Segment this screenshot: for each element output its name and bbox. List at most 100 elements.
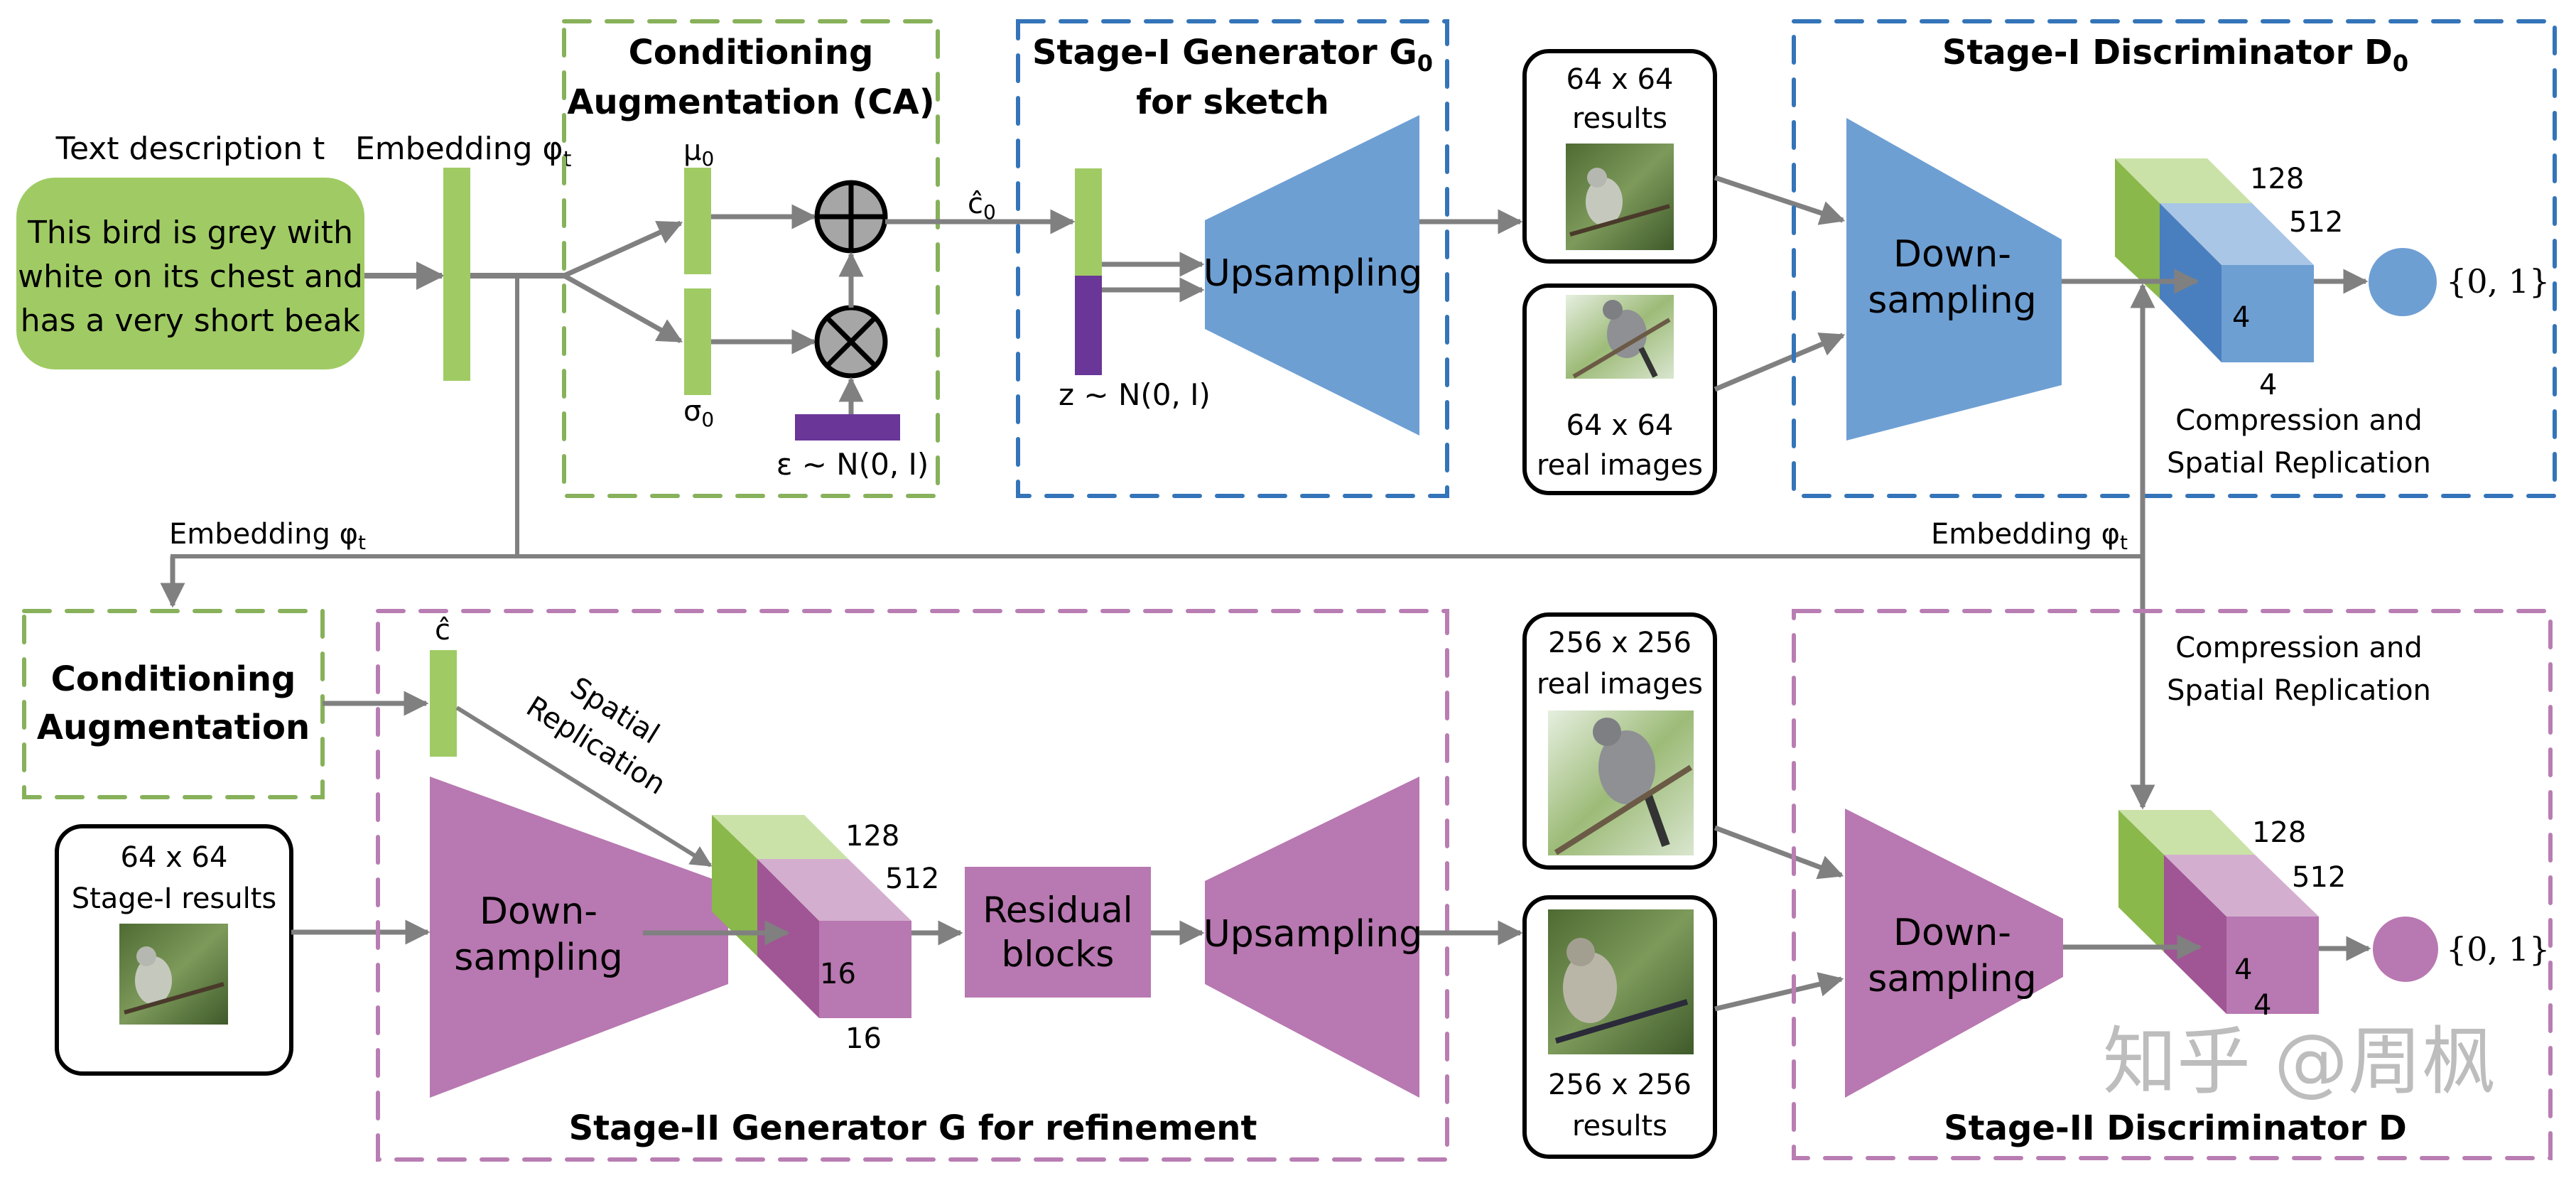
arrow-to-sigma xyxy=(563,273,683,344)
stage2-discriminator-title: Stage-II Discriminator D xyxy=(1944,1108,2407,1148)
stage2-feature-cube xyxy=(712,815,911,1018)
text-description-label: Text description t xyxy=(55,131,325,167)
epsilon-label: ε ~ N(0, I) xyxy=(776,447,929,482)
input-card-line-2: Stage-I results xyxy=(72,882,277,915)
stage2-generator-box xyxy=(376,609,1449,1162)
real-bird-image-64 xyxy=(1566,295,1674,379)
stage2-d-downsampling-label-2: sampling xyxy=(1868,958,2036,1000)
c-hat-label: ĉ xyxy=(435,614,450,647)
residual-blocks xyxy=(965,867,1151,998)
z-label: z ~ N(0, I) xyxy=(1059,377,1211,412)
stage1-dim-512: 512 xyxy=(2289,206,2343,239)
stage2-caption-1: Compression and xyxy=(2175,632,2423,664)
stage1-dim-4-front: 4 xyxy=(2232,301,2250,334)
stage1-feature-cube xyxy=(2115,158,2314,362)
ca-title-line-2: Augmentation (CA) xyxy=(567,82,934,122)
arrow-256-real-to-d xyxy=(1714,825,1844,880)
sigma-bar xyxy=(684,288,711,395)
stage2-generator-title: Stage-II Generator G for refinement xyxy=(569,1108,1257,1148)
stage1-discriminator-title: Stage-I Discriminator D0 xyxy=(1942,33,2408,77)
stage1-results-line-2: results xyxy=(1572,102,1667,135)
ca-title-line-1: Conditioning xyxy=(629,33,874,72)
stage2-d-dim-128: 128 xyxy=(2252,816,2306,849)
stage2-caption-2: Spatial Replication xyxy=(2167,674,2431,707)
arrow-256-results-to-d xyxy=(1714,972,1844,1012)
stage2-downsampling-label-1: Down- xyxy=(480,890,597,933)
stage1-dim-128: 128 xyxy=(2250,163,2304,195)
stage1-bird-image xyxy=(119,924,228,1025)
stage1-real-line-2: real images xyxy=(1537,449,1703,482)
epsilon-bar xyxy=(795,414,900,441)
stage1-downsampling-label-2: sampling xyxy=(1868,279,2036,322)
input-card-line-1: 64 x 64 xyxy=(121,841,228,874)
stage1-output-node xyxy=(2369,248,2437,316)
stage1-dim-4-bottom: 4 xyxy=(2259,369,2277,401)
stage1-results-card: 64 x 64 results xyxy=(1522,49,1717,264)
arrow-real-to-d0 xyxy=(1714,333,1846,392)
c-hat-bar xyxy=(430,650,457,757)
stage1-real-line-1: 64 x 64 xyxy=(1566,409,1674,442)
stage2-d-dim-4-front: 4 xyxy=(2234,953,2252,986)
stage2-upsampling-label: Upsampling xyxy=(1203,913,1423,956)
stage2-upsampling-block xyxy=(1205,777,1419,1098)
stage2-results-line-2: results xyxy=(1572,1110,1667,1142)
stage2-results-card: 256 x 256 results xyxy=(1522,895,1717,1159)
stage2-downsampling-d-block xyxy=(1845,809,2063,1098)
arrow-results-to-d0 xyxy=(1714,175,1846,225)
ca2-title-line-1: Conditioning xyxy=(51,659,296,699)
sigma-label: σ0 xyxy=(683,395,714,431)
stage2-downsampling-label-2: sampling xyxy=(454,936,622,979)
stage2-dim-128: 128 xyxy=(845,820,899,853)
embedding-label: Embedding φt xyxy=(355,131,572,172)
watermark: 知乎 @周枫 xyxy=(2103,1018,2496,1105)
z-bar xyxy=(1075,276,1102,375)
stage2-output-label: {0, 1} xyxy=(2446,930,2550,968)
stage1-output-label: {0, 1} xyxy=(2446,262,2550,301)
stage1-generator-box xyxy=(1016,19,1449,498)
c0-label: ĉ0 xyxy=(968,188,996,224)
stage2-real-line-1: 256 x 256 xyxy=(1548,627,1692,659)
c0-bar xyxy=(1075,168,1102,276)
text-description-box xyxy=(16,178,364,369)
stage1-results-input-card: 64 x 64 Stage-I results xyxy=(55,824,293,1076)
ca2-title-line-2: Augmentation xyxy=(37,708,310,747)
mu-label: μ0 xyxy=(683,134,714,171)
plus-circle-icon xyxy=(814,180,888,254)
stage2-dim-512: 512 xyxy=(885,863,939,895)
stage1-generator-subtitle: for sketch xyxy=(1136,82,1329,122)
generated-bird-image-64 xyxy=(1566,144,1674,250)
stage1-upsampling-label: Upsampling xyxy=(1203,252,1423,295)
stage2-real-card: 256 x 256 real images xyxy=(1522,612,1717,870)
stage1-caption-1: Compression and xyxy=(2175,404,2423,437)
mu-bar xyxy=(684,168,711,274)
stage2-d-dim-512: 512 xyxy=(2292,861,2346,894)
stage1-real-card: 64 x 64 real images xyxy=(1522,283,1717,495)
text-line-3: has a very short beak xyxy=(21,303,361,339)
stage2-dim-16-bottom: 16 xyxy=(845,1022,882,1055)
stage2-discriminator-box xyxy=(1792,609,2553,1160)
stage2-real-line-2: real images xyxy=(1537,668,1703,701)
stage1-caption-2: Spatial Replication xyxy=(2167,447,2431,480)
stage1-downsampling-block xyxy=(1846,118,2062,441)
times-circle-icon xyxy=(814,305,888,379)
stage2-d-feature-cube xyxy=(2118,810,2319,1014)
stage2-results-line-1: 256 x 256 xyxy=(1548,1069,1692,1101)
ca-box xyxy=(562,19,940,498)
stage2-d-downsampling-label-1: Down- xyxy=(1893,912,2011,954)
arrow-to-mu xyxy=(563,220,683,279)
stage1-generator-title: Stage-I Generator G0 xyxy=(1032,33,1433,77)
stage2-d-dim-4-bottom: 4 xyxy=(2253,989,2271,1022)
stage1-downsampling-label-1: Down- xyxy=(1893,233,2011,276)
generated-bird-image-256 xyxy=(1548,909,1694,1054)
stage1-results-line-1: 64 x 64 xyxy=(1566,63,1674,96)
stage2-output-node xyxy=(2373,917,2438,982)
embedding-link-label-left: Embedding φt xyxy=(169,518,366,554)
arrow-spatial-replication xyxy=(455,706,713,868)
stage1-upsampling-block xyxy=(1205,115,1419,436)
residual-label-1: Residual xyxy=(983,890,1132,931)
embedding-bar xyxy=(443,168,470,381)
ca2-box xyxy=(22,609,325,799)
text-line-2: white on its chest and xyxy=(18,259,363,295)
stage2-downsampling-block xyxy=(430,777,728,1098)
